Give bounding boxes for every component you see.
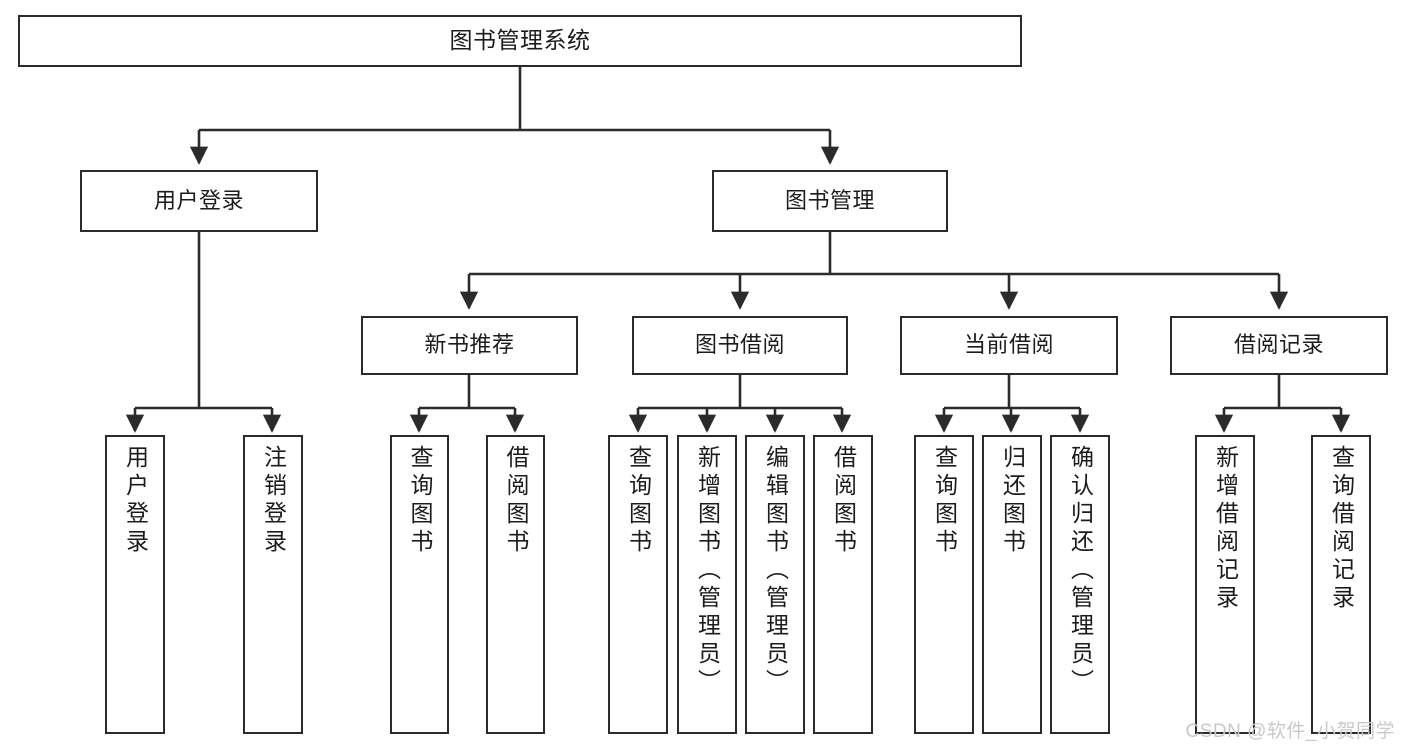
leaf-borrow-add-book[interactable]: 新增图书（管理员）	[677, 435, 737, 734]
node-label: 查询图书	[407, 445, 433, 557]
node-borrow-record[interactable]: 借阅记录	[1170, 316, 1388, 375]
node-label: 归还图书	[999, 445, 1026, 557]
watermark: CSDN @软件_小贺同学	[1185, 721, 1395, 742]
node-label: 新增借阅记录	[1212, 445, 1239, 613]
node-label: 借阅记录	[1233, 332, 1324, 358]
leaf-user-login[interactable]: 用户登录	[105, 435, 165, 734]
node-label: 确认归还（管理员）	[1067, 445, 1094, 697]
leaf-new-book-query[interactable]: 查询图书	[390, 435, 449, 734]
node-label: 编辑图书（管理员）	[762, 445, 789, 697]
leaf-record-add[interactable]: 新增借阅记录	[1195, 435, 1255, 734]
leaf-new-book-borrow[interactable]: 借阅图书	[486, 435, 545, 734]
node-label: 图书管理系统	[449, 27, 591, 54]
leaf-current-confirm-return[interactable]: 确认归还（管理员）	[1050, 435, 1110, 734]
node-label: 借阅图书	[503, 445, 529, 557]
node-label: 查询图书	[931, 445, 958, 557]
leaf-current-query-book[interactable]: 查询图书	[914, 435, 974, 734]
node-label: 新书推荐	[424, 332, 515, 358]
leaf-user-logout[interactable]: 注销登录	[243, 435, 303, 734]
node-label: 新增图书（管理员）	[694, 445, 721, 697]
leaf-borrow-borrow-book[interactable]: 借阅图书	[813, 435, 873, 734]
leaf-borrow-query-book[interactable]: 查询图书	[608, 435, 668, 734]
node-root[interactable]: 图书管理系统	[18, 15, 1022, 67]
node-label: 用户登录	[122, 445, 149, 557]
leaf-record-query[interactable]: 查询借阅记录	[1311, 435, 1371, 734]
leaf-current-return-book[interactable]: 归还图书	[982, 435, 1042, 734]
node-book-management[interactable]: 图书管理	[712, 170, 948, 232]
node-label: 查询图书	[625, 445, 652, 557]
node-new-book-recommend[interactable]: 新书推荐	[361, 316, 578, 375]
node-label: 图书借阅	[694, 332, 785, 358]
node-label: 借阅图书	[830, 445, 857, 557]
node-label: 注销登录	[260, 445, 287, 557]
node-label: 用户登录	[153, 187, 244, 213]
node-label: 图书管理	[784, 187, 875, 213]
node-current-borrow[interactable]: 当前借阅	[900, 316, 1118, 375]
node-label: 当前借阅	[963, 332, 1054, 358]
node-label: 查询借阅记录	[1328, 445, 1355, 613]
node-book-borrow[interactable]: 图书借阅	[632, 316, 848, 375]
node-user-login[interactable]: 用户登录	[80, 170, 318, 232]
leaf-borrow-edit-book[interactable]: 编辑图书（管理员）	[745, 435, 805, 734]
